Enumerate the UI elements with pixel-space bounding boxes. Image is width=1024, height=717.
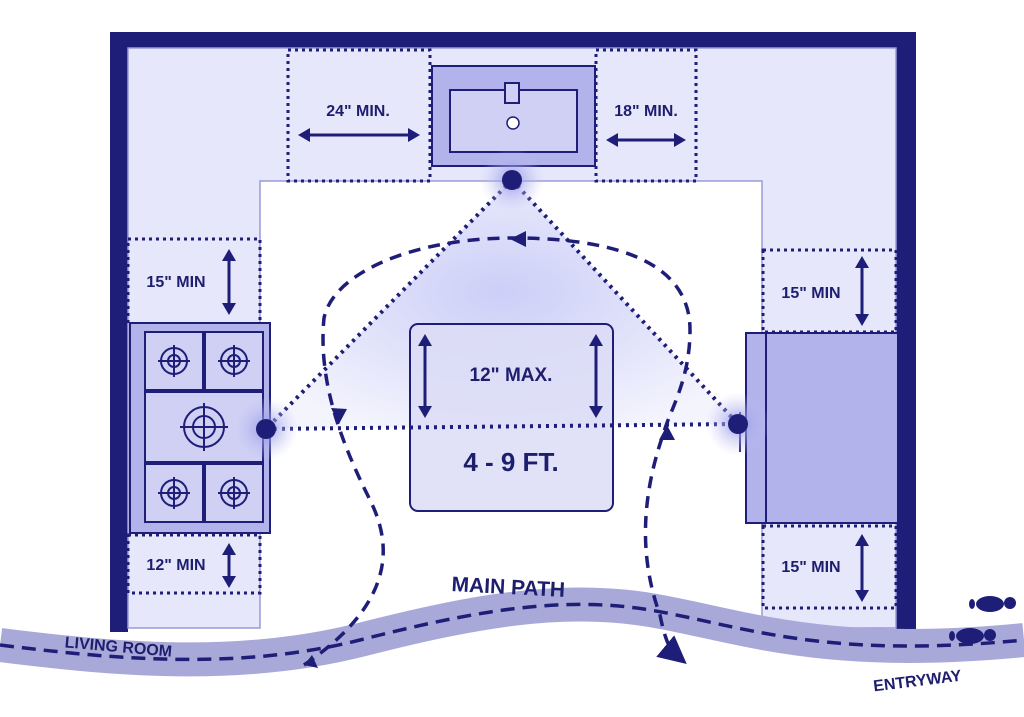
fridge-bottom-zone <box>761 524 898 610</box>
entryway-label: ENTRYWAY <box>872 668 962 696</box>
sink-left-clearance-label: 24" MIN. <box>326 103 390 120</box>
work-triangle-lines <box>264 178 740 431</box>
stove-bottom-zone <box>126 533 262 595</box>
island <box>409 323 614 512</box>
sink-right-zone <box>594 48 698 183</box>
traffic-arrowheads <box>304 231 675 668</box>
triangle-leg-label: 4 - 9 FT. <box>463 447 558 477</box>
footprints-icon <box>949 596 1016 644</box>
sink-left-zone <box>286 48 432 183</box>
fridge-top-clearance-label: 15" MIN <box>781 285 840 302</box>
island-max-label: 12" MAX. <box>470 365 553 386</box>
dimension-arrows <box>222 128 869 602</box>
work-triangle-nodes <box>234 148 770 461</box>
main-path-dashes <box>0 602 1024 662</box>
fridge-bottom-clearance-label: 15" MIN <box>781 559 840 576</box>
work-triangle-area <box>266 180 738 429</box>
stove-bottom-clearance-label: 12" MIN <box>146 557 205 574</box>
sink-right-clearance-label: 18" MIN. <box>614 103 678 120</box>
stove-top-clearance-label: 15" MIN <box>146 274 205 291</box>
